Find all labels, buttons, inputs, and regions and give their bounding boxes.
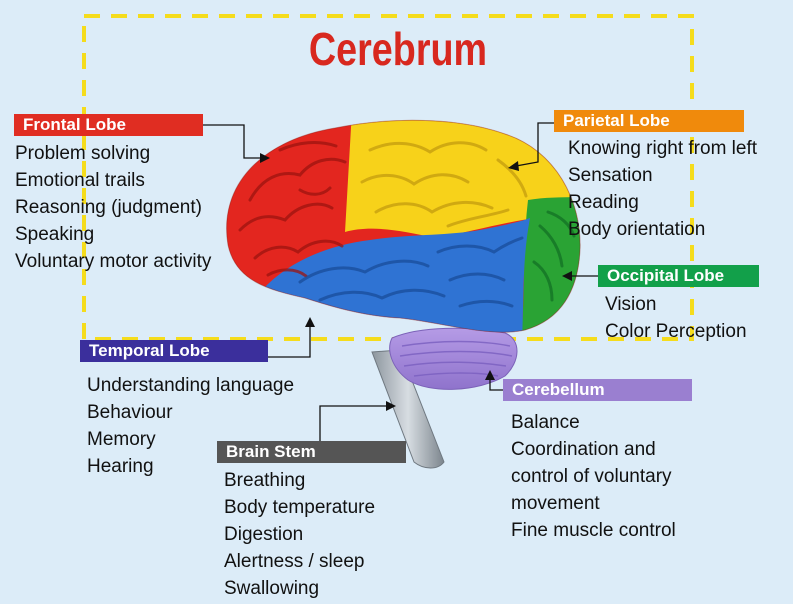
cerebellum-functions: Balance Coordination and control of volu… — [511, 409, 676, 544]
list-item: Swallowing — [224, 575, 375, 602]
list-item: Problem solving — [15, 140, 211, 167]
cerebellum-shape — [390, 328, 517, 389]
list-item: Vision — [605, 291, 747, 318]
brain-stem-functions: Breathing Body temperature Digestion Ale… — [224, 467, 375, 602]
list-item: Voluntary motor activity — [15, 248, 211, 275]
brain-stem-label: Brain Stem — [217, 441, 406, 463]
occipital-lobe-label: Occipital Lobe — [598, 265, 759, 287]
list-item: Alertness / sleep — [224, 548, 375, 575]
frontal-lobe-functions: Problem solving Emotional trails Reasoni… — [15, 140, 211, 275]
list-item: Reasoning (judgment) — [15, 194, 211, 221]
parietal-lobe-functions: Knowing right from left Sensation Readin… — [568, 135, 757, 243]
list-item: Fine muscle control — [511, 517, 676, 544]
list-item: Understanding language — [87, 372, 294, 399]
list-item: Breathing — [224, 467, 375, 494]
page-title: Cerebrum — [304, 22, 493, 76]
list-item: Knowing right from left — [568, 135, 757, 162]
list-item: Speaking — [15, 221, 211, 248]
frontal-lobe-label: Frontal Lobe — [14, 114, 203, 136]
list-item: Balance — [511, 409, 676, 436]
temporal-lobe-functions: Understanding language Behaviour Memory … — [87, 372, 294, 480]
list-item: control of voluntary — [511, 463, 676, 490]
list-item: Behaviour — [87, 399, 294, 426]
parietal-lobe-label: Parietal Lobe — [554, 110, 744, 132]
list-item: Reading — [568, 189, 757, 216]
temporal-lobe-label: Temporal Lobe — [80, 340, 268, 362]
list-item: Emotional trails — [15, 167, 211, 194]
list-item: Sensation — [568, 162, 757, 189]
list-item: Coordination and — [511, 436, 676, 463]
temporal-arrow-icon — [305, 317, 315, 327]
brain-stem-connector — [320, 406, 388, 445]
list-item: Body temperature — [224, 494, 375, 521]
occipital-lobe-functions: Vision Color Perception — [605, 291, 747, 345]
list-item: Body orientation — [568, 216, 757, 243]
list-item: Digestion — [224, 521, 375, 548]
list-item: movement — [511, 490, 676, 517]
frontal-connector — [203, 125, 262, 158]
cerebellum-label: Cerebellum — [503, 379, 692, 401]
list-item: Color Perception — [605, 318, 747, 345]
